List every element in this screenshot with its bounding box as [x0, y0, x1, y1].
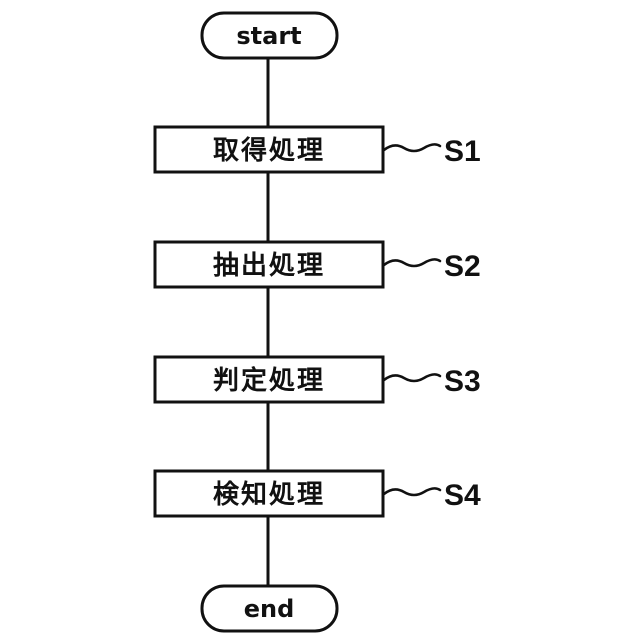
step-id-leader — [384, 374, 440, 381]
end-label: end — [244, 595, 295, 623]
process-step-s2: 抽出処理 S2 — [155, 242, 481, 287]
step-id-label: S3 — [444, 365, 481, 398]
step-id-label: S2 — [444, 250, 481, 283]
process-step-s3: 判定処理 S3 — [155, 357, 481, 402]
process-label: 判定処理 — [213, 365, 325, 396]
step-id-leader — [384, 144, 440, 151]
process-label: 抽出処理 — [213, 251, 325, 281]
end-terminal: end — [202, 586, 337, 631]
step-id-label: S1 — [444, 135, 481, 168]
start-terminal: start — [202, 13, 337, 58]
step-id-leader — [384, 259, 440, 266]
step-id-leader — [384, 488, 440, 495]
process-step-s4: 検知処理 S4 — [155, 471, 481, 516]
step-id-label: S4 — [444, 479, 481, 512]
start-label: start — [236, 22, 301, 50]
process-step-s1: 取得処理 S1 — [155, 127, 481, 172]
process-label: 取得処理 — [213, 136, 325, 166]
process-label: 検知処理 — [213, 480, 325, 510]
